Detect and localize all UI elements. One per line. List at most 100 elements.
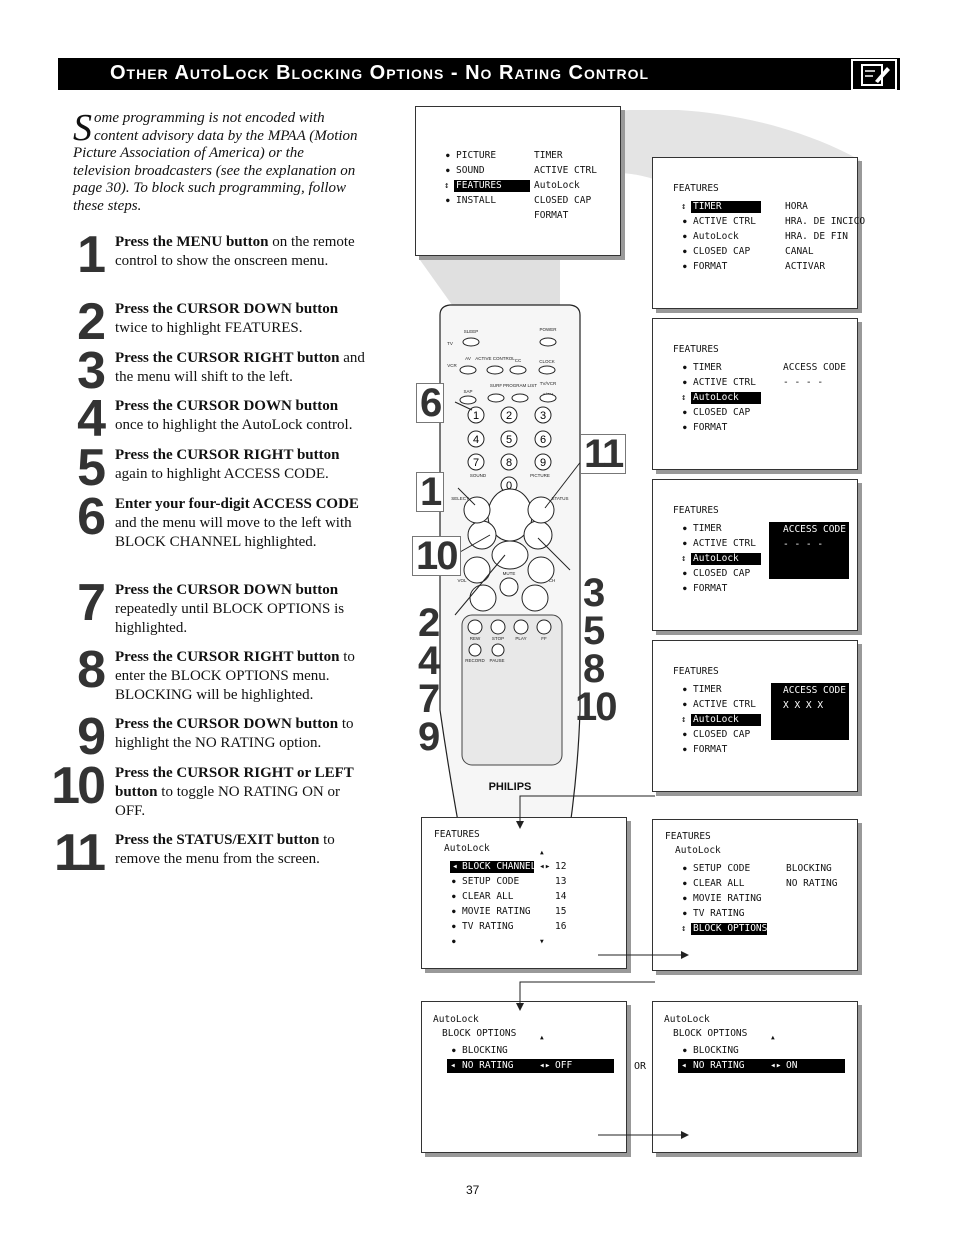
bullet-icon: ● <box>683 248 687 255</box>
step-text: Press the STATUS/EXIT button to remove t… <box>115 831 367 869</box>
channel-number: 15 <box>555 906 567 917</box>
cursor-down-button[interactable] <box>491 540 529 570</box>
menu-item: SETUP CODE <box>693 863 751 874</box>
bullet-icon: ● <box>683 585 687 592</box>
step-number: 10 <box>51 757 106 815</box>
access-code-value: - - - - <box>783 539 824 550</box>
play-button[interactable] <box>513 619 529 635</box>
channel-number: 16 <box>555 921 567 932</box>
remote-label: PLAY <box>515 636 526 641</box>
access-code-box[interactable]: ACCESS CODE- - - - <box>769 522 849 579</box>
record-button[interactable] <box>468 643 482 657</box>
no-rating-row[interactable]: ◂NO RATING◂▸OFF <box>447 1059 614 1073</box>
exit-button[interactable] <box>527 496 555 524</box>
left-right-arrow-icon: ◂▸ <box>770 1060 782 1071</box>
number-key-5[interactable] <box>500 430 518 448</box>
step-number: 5 <box>77 439 106 497</box>
step-text: Press the CURSOR RIGHT button again to h… <box>115 446 367 484</box>
ff-button[interactable] <box>536 619 552 635</box>
callout-10b: 10 <box>575 685 617 729</box>
number-key-8[interactable] <box>500 453 518 471</box>
number-key-2[interactable] <box>500 406 518 424</box>
remote-label: SAP <box>463 389 472 394</box>
step-action: Press the CURSOR DOWN button <box>115 582 339 598</box>
remote-function-button[interactable] <box>462 337 480 347</box>
remote-function-button[interactable] <box>487 393 505 403</box>
remote-function-button[interactable] <box>539 337 557 347</box>
remote-brand: PHILIPS <box>489 781 532 793</box>
pause-button[interactable] <box>491 643 505 657</box>
number-key-4[interactable] <box>467 430 485 448</box>
vol-up-button[interactable] <box>463 556 491 584</box>
step-text: Press the CURSOR DOWN button twice to hi… <box>115 300 367 338</box>
menu-item: MOVIE RATING <box>462 906 531 917</box>
callout-1: 1 <box>416 472 445 512</box>
number-key-label: 9 <box>540 457 546 469</box>
bullet-icon: ● <box>452 923 456 930</box>
submenu-item: FORMAT <box>534 210 569 221</box>
step-text: Press the CURSOR RIGHT button and the me… <box>115 349 367 387</box>
submenu-item: CLOSED CAP <box>534 195 592 206</box>
cursor-arrows-icon: ↕ <box>681 202 687 212</box>
screen-title: FEATURES <box>434 829 480 840</box>
number-key-1[interactable] <box>467 406 485 424</box>
number-key-9[interactable] <box>534 453 552 471</box>
step-action: Press the MENU button <box>115 234 269 250</box>
screen-title: AutoLock <box>433 1014 479 1025</box>
menu-item: ACTIVE CTRL <box>693 699 756 710</box>
menu-item-features: FEATURES <box>454 180 530 192</box>
access-code-value: - - - - <box>783 377 824 388</box>
remote-function-button[interactable] <box>459 395 477 405</box>
number-key-3[interactable] <box>534 406 552 424</box>
menu-item-selected: TIMER <box>691 201 761 213</box>
cursor-right-button[interactable] <box>523 520 553 550</box>
remote-label: SLEEP <box>464 329 479 334</box>
step-number: 4 <box>77 390 106 448</box>
remote-function-button[interactable] <box>511 393 529 403</box>
remote-label: PROGRAM LIST <box>503 383 537 388</box>
left-right-arrow-icon: ◂▸ <box>539 1060 551 1071</box>
remote-label: REW <box>470 636 481 641</box>
bullet-icon: ● <box>683 424 687 431</box>
remote-function-button[interactable] <box>459 365 477 375</box>
callout-6: 6 <box>416 383 445 423</box>
remote-function-button[interactable] <box>539 393 557 403</box>
ch-up-button[interactable] <box>527 556 555 584</box>
callout-9: 9 <box>418 715 440 759</box>
screen-title: FEATURES <box>673 344 719 355</box>
no-rating-row[interactable]: ◂NO RATING◂▸ON <box>678 1059 845 1073</box>
step-detail: again to highlight ACCESS CODE. <box>115 466 329 482</box>
access-code-value: X X X X <box>783 700 824 711</box>
drop-cap: S <box>73 107 92 149</box>
cursor-arrows-icon: ↕ <box>681 924 687 934</box>
up-arrow-icon: ▴ <box>770 1032 776 1043</box>
vol-down-button[interactable] <box>469 584 497 612</box>
number-key-6[interactable] <box>534 430 552 448</box>
channel-number: 13 <box>555 876 567 887</box>
bullet-icon: ● <box>683 263 687 270</box>
remote-function-button[interactable] <box>538 365 556 375</box>
stop-button[interactable] <box>490 619 506 635</box>
remote-lower-panel <box>461 614 563 766</box>
menu-button[interactable] <box>463 496 491 524</box>
number-key-7[interactable] <box>467 453 485 471</box>
left-right-arrow-icon: ◂▸ <box>539 861 551 872</box>
bullet-icon: ● <box>446 152 450 159</box>
bullet-icon: ● <box>446 167 450 174</box>
callout-4: 4 <box>418 639 440 683</box>
ch-down-button[interactable] <box>521 584 549 612</box>
bullet-icon: ● <box>452 878 456 885</box>
mute-button[interactable] <box>499 577 519 597</box>
submenu-item: AutoLock <box>534 180 580 191</box>
page-title: Other AutoLock Blocking Options - No Rat… <box>110 62 650 84</box>
remote-function-button[interactable] <box>486 365 504 375</box>
remote-label: VOL <box>457 578 467 583</box>
step-text: Press the CURSOR RIGHT button to enter t… <box>115 648 367 705</box>
rew-button[interactable] <box>467 619 483 635</box>
bullet-icon: ● <box>683 865 687 872</box>
remote-label: FF <box>541 636 547 641</box>
remote-function-button[interactable] <box>509 365 527 375</box>
